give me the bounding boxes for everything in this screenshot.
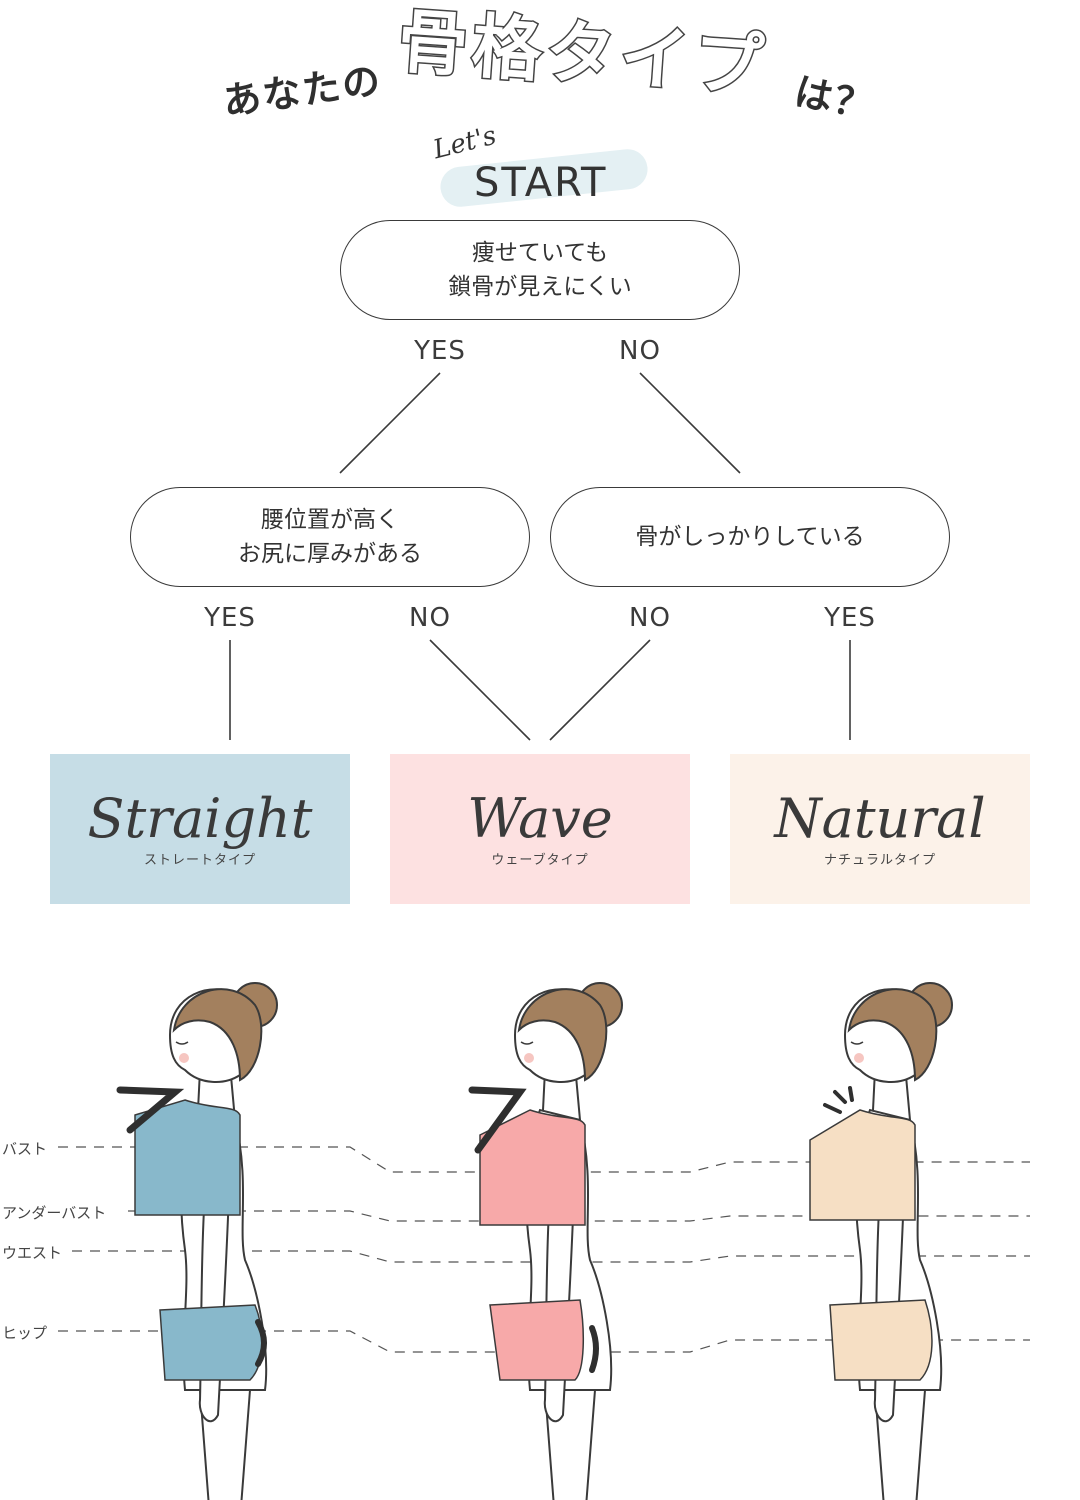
collar-mark <box>468 1086 527 1154</box>
answer-no: NO <box>409 603 451 633</box>
start-label: START <box>474 160 608 206</box>
answer-yes: YES <box>414 336 466 366</box>
type-name: Natural <box>774 786 986 850</box>
answer-no: NO <box>619 336 661 366</box>
figure-wave <box>479 982 623 1500</box>
answer-no: NO <box>629 603 671 633</box>
answer-yes: YES <box>204 603 256 633</box>
emphasis-mark <box>823 1086 854 1114</box>
answer-yes: YES <box>824 603 876 633</box>
label-underbust: アンダーバスト <box>2 1204 107 1222</box>
question-hip-position: 腰位置が高く お尻に厚みがある <box>130 487 530 587</box>
question-line: 腰位置が高く <box>261 507 399 533</box>
type-subtitle: ナチュラルタイプ <box>823 852 936 868</box>
body-type-illustration <box>58 982 1030 1500</box>
question-bone-structure: 骨がしっかりしている <box>550 487 950 587</box>
figure-natural <box>809 982 953 1500</box>
figure-straight <box>134 982 278 1500</box>
type-box-straight: Straight ストレートタイプ <box>50 754 350 904</box>
type-box-wave: Wave ウェーブタイプ <box>390 754 690 904</box>
connector-line <box>639 372 741 474</box>
hip-mark <box>255 1319 267 1367</box>
connector-line <box>339 372 441 474</box>
type-name: Straight <box>87 786 313 850</box>
label-bust: バスト <box>2 1140 48 1158</box>
type-subtitle: ウェーブタイプ <box>491 852 589 868</box>
question-line: 痩せていても <box>471 240 609 266</box>
type-subtitle: ストレートタイプ <box>143 852 256 868</box>
type-box-natural: Natural ナチュラルタイプ <box>730 754 1030 904</box>
type-name: Wave <box>467 786 613 850</box>
question-line: 骨がしっかりしている <box>635 524 865 550</box>
hip-mark <box>589 1325 599 1373</box>
collar-mark <box>116 1086 185 1134</box>
connector-line <box>429 639 531 741</box>
label-waist: ウエスト <box>2 1244 63 1262</box>
label-hip: ヒップ <box>2 1324 48 1342</box>
underbust-line <box>128 1210 1030 1222</box>
flow-connectors <box>229 372 851 741</box>
connector-line <box>549 639 651 741</box>
question-line: 鎖骨が見えにくい <box>448 274 632 300</box>
question-line: お尻に厚みがある <box>238 541 422 567</box>
question-collarbone: 痩せていても 鎖骨が見えにくい <box>340 220 740 320</box>
